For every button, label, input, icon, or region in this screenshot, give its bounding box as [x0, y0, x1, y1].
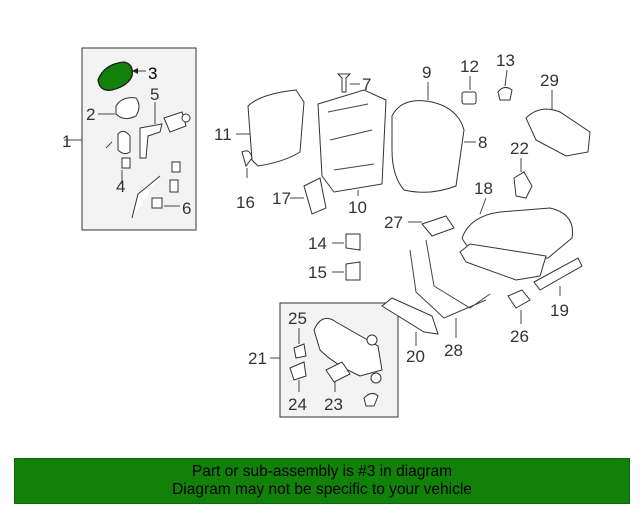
part-10-frame [317, 89, 387, 193]
callout-21: 21 [248, 349, 267, 368]
callout-14: 14 [308, 234, 327, 253]
callout-3: 3 [148, 64, 157, 83]
callout-24: 24 [288, 395, 307, 414]
callout-13: 13 [496, 51, 515, 70]
callout-19: 19 [550, 301, 569, 320]
notice-line-1: Part or sub-assembly is #3 in diagram [191, 463, 453, 480]
part-15 [345, 261, 361, 281]
part-bracket [163, 111, 187, 133]
part-24 [289, 361, 307, 381]
part-5 [139, 123, 163, 159]
part-13 [497, 86, 513, 101]
part-clip-2 [363, 392, 379, 407]
part-23 [325, 361, 351, 383]
part-bolt [121, 157, 131, 169]
part-seat-frame [459, 243, 547, 281]
callout-28: 28 [444, 341, 463, 360]
callout-6: 6 [182, 199, 191, 218]
part-22 [513, 171, 533, 199]
part-7 [336, 73, 352, 93]
callout-9: 9 [422, 63, 431, 82]
part-block [169, 179, 179, 193]
part-screw [370, 372, 382, 384]
part-6 [151, 197, 163, 209]
part-27 [421, 215, 455, 237]
callout-10: 10 [348, 198, 367, 217]
part-8 [391, 100, 465, 193]
part-25 [293, 343, 307, 359]
part-21-switch-panel [313, 317, 383, 377]
notice-line-2: Diagram may not be specific to your vehi… [172, 481, 472, 498]
callout-7: 7 [362, 75, 371, 94]
part-20 [381, 297, 439, 335]
callout-29: 29 [540, 71, 559, 90]
part-16 [241, 150, 253, 168]
part-19 [533, 257, 583, 291]
part-14 [345, 233, 361, 251]
part-12 [461, 91, 477, 105]
callout-16: 16 [236, 193, 255, 212]
notice-banner: Part or sub-assembly is #3 in diagram Di… [14, 458, 630, 504]
part-17 [303, 177, 327, 215]
callout-23: 23 [324, 395, 343, 414]
callout-5: 5 [150, 85, 159, 104]
part-2 [115, 97, 140, 120]
callout-18: 18 [474, 179, 493, 198]
callout-11: 11 [214, 125, 232, 144]
callout-22: 22 [510, 139, 529, 158]
part-bolt-2 [171, 161, 181, 173]
callout-17: 17 [272, 189, 291, 208]
callout-20: 20 [406, 347, 425, 366]
part-clip [181, 113, 191, 123]
callout-8: 8 [478, 133, 487, 152]
part-rod [131, 175, 161, 219]
part-28 [409, 239, 491, 319]
part-11 [247, 89, 305, 167]
part-4 [117, 130, 131, 155]
part-knob [366, 334, 378, 346]
part-29 [525, 108, 591, 157]
parts-diagram: 3 2 5 1 4 6 11 16 17 7 10 9 8 12 13 29 2… [62, 47, 591, 418]
callout-4: 4 [116, 177, 125, 196]
callout-26: 26 [510, 327, 529, 346]
callout-12: 12 [460, 57, 479, 76]
callout-25: 25 [288, 309, 307, 328]
callout-2: 2 [86, 105, 95, 124]
callout-27: 27 [384, 213, 403, 232]
callout-15: 15 [308, 263, 327, 282]
part-26 [507, 289, 531, 309]
part-3-headrest[interactable] [97, 61, 133, 91]
callout-1: 1 [62, 132, 71, 151]
